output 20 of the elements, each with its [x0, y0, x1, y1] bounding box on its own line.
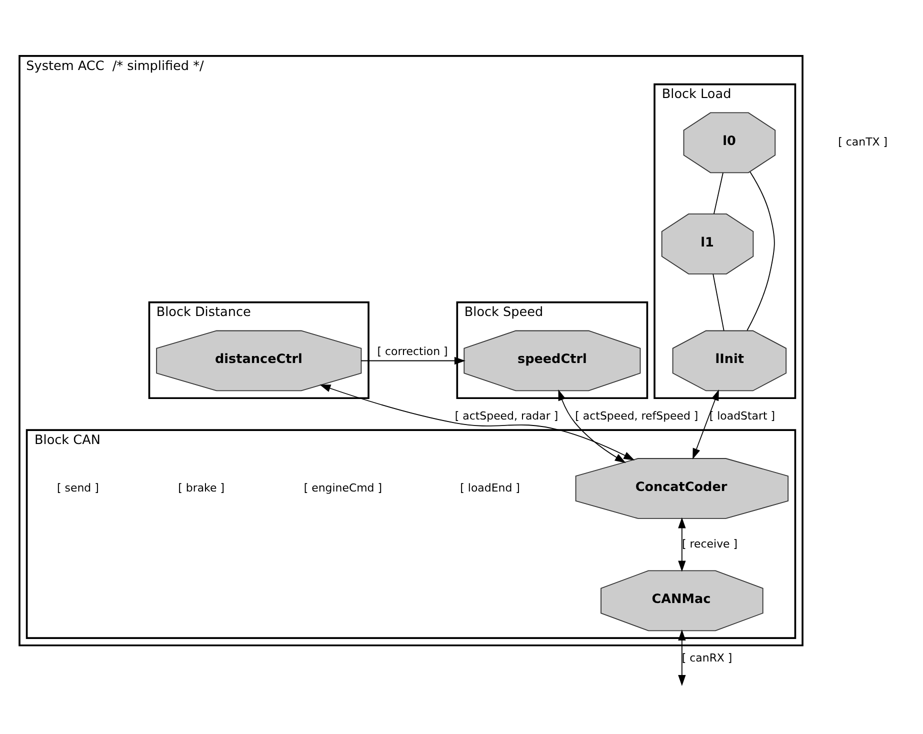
edge-label: [ correction ] [377, 344, 448, 358]
edge-label: [ loadStart ] [709, 410, 776, 423]
arrow [320, 384, 635, 460]
edge-label: [ canRX ] [682, 651, 732, 664]
arrow [678, 517, 686, 572]
edge-label: [ receive ] [682, 537, 738, 550]
label: [ send ] [57, 481, 99, 494]
label: [ canTX ] [838, 136, 888, 149]
connector [746, 171, 775, 331]
connector [712, 274, 724, 332]
edge-label: [ actSpeed, refSpeed ] [575, 410, 698, 423]
arrow [678, 630, 686, 686]
label: [ loadEnd ] [460, 481, 520, 494]
arrow [692, 390, 719, 460]
arrow [360, 356, 466, 365]
connector [713, 172, 724, 214]
label: [ engineCmd ] [304, 481, 382, 494]
arrow [558, 390, 626, 463]
edge-label: [ actSpeed, radar ] [454, 410, 558, 423]
label: [ brake ] [178, 481, 225, 494]
